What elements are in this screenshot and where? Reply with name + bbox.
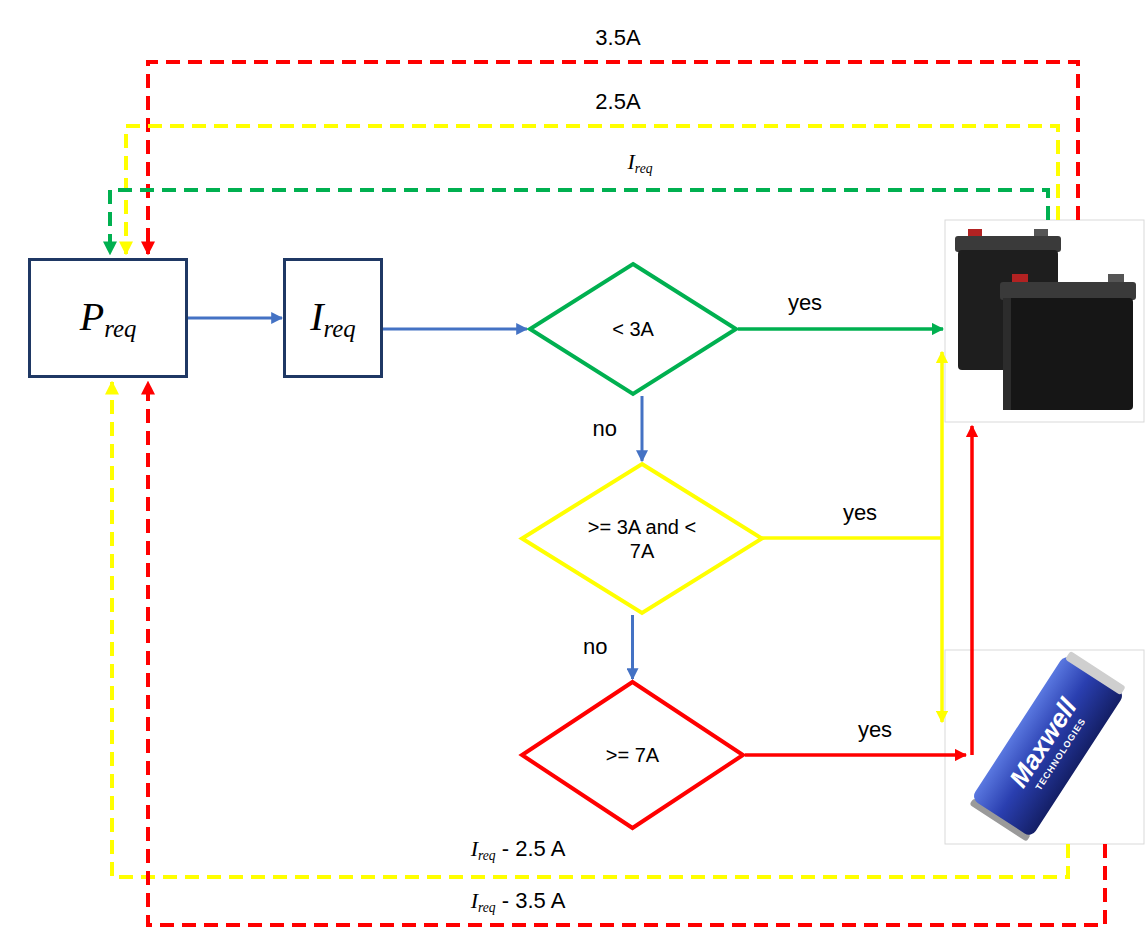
yes-arrow [940, 352, 944, 538]
battery-picture [945, 220, 1144, 422]
math-symbol: P [80, 294, 104, 339]
text-holder: Ireq [310, 292, 355, 344]
feedback-line [110, 190, 1048, 254]
process-box: Ireq [283, 258, 383, 378]
yes-arrow [970, 426, 974, 755]
flow-arrow [631, 615, 634, 679]
yes-arrow [745, 753, 966, 757]
route-label: yes [840, 500, 880, 526]
math-subscript: req [635, 161, 653, 176]
math-subscript: req [324, 315, 356, 342]
route-label: 2.5A [592, 89, 643, 115]
math-symbol: I [628, 149, 635, 174]
battery-body [1003, 298, 1133, 410]
math-subscript: req [478, 848, 496, 863]
math-label: Preq [80, 292, 137, 344]
flow-arrow [188, 317, 282, 320]
yes-arrow [940, 538, 944, 722]
decision-diamond: < 3A [528, 262, 738, 396]
condition-text: < 3A [612, 317, 654, 341]
math-subscript: req [104, 315, 136, 342]
capacitor-body-group [968, 649, 1129, 843]
text-rest: - 2.5 A [496, 836, 566, 861]
math-symbol: I [471, 888, 478, 913]
text-holder: >= 7A [606, 743, 659, 767]
feedback-line [148, 62, 1078, 254]
route-label: Ireq - 3.5 A [468, 888, 569, 916]
text-holder: >= 3A and < 7A [587, 515, 697, 563]
text-holder: < 3A [612, 317, 654, 341]
feedback-line [148, 382, 1105, 925]
math-symbol: I [310, 294, 323, 339]
text-rest: - 3.5 A [496, 888, 566, 913]
math-label: Ireq [310, 292, 355, 344]
feedback-line [112, 382, 1068, 877]
process-box: Preq [28, 258, 188, 378]
flow-arrow [641, 396, 644, 461]
condition-text: >= 7A [606, 743, 659, 767]
route-label: Ireq - 2.5 A [468, 836, 569, 864]
route-label: 3.5A [592, 25, 643, 51]
diamond-shape [530, 264, 736, 394]
picture-frame [945, 220, 1144, 422]
edge-label: no [590, 415, 620, 441]
battery-highlight [1003, 298, 1011, 410]
yes-line [745, 536, 942, 540]
decision-diamond: >= 7A [520, 680, 745, 830]
capacitor-picture [945, 649, 1144, 844]
capacitor-end [1065, 651, 1126, 695]
battery-lid [1000, 282, 1136, 300]
math-subscript: req [478, 900, 496, 915]
battery-lid [955, 236, 1061, 252]
route-label: yes [785, 290, 825, 316]
decision-diamond: >= 3A and < 7A [520, 462, 764, 615]
picture-frame [945, 650, 1144, 844]
math-symbol: I [471, 836, 478, 861]
flow-arrow [383, 328, 527, 331]
yes-arrow [738, 327, 943, 331]
text-holder: Preq [80, 292, 137, 344]
route-label: Ireq [625, 149, 656, 177]
diamond-shape [522, 682, 743, 828]
diamond-shape [522, 464, 762, 613]
diamond-outline [520, 462, 764, 615]
condition-text: >= 3A and < 7A [587, 515, 697, 563]
route-label: yes [855, 717, 895, 743]
edge-label: no [580, 634, 610, 660]
